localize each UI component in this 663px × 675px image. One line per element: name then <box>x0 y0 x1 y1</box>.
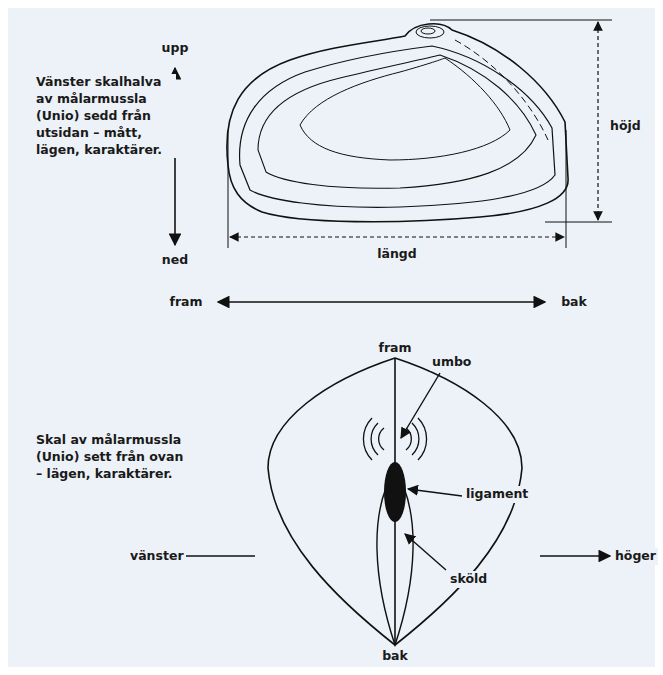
direction-label: upp <box>160 40 191 57</box>
direction-label: fram <box>376 340 413 357</box>
caption: Skal av målarmussla (Unio) sett från ova… <box>34 432 188 483</box>
caption: Vänster skalhalva av målarmussla (Unio) … <box>34 74 176 158</box>
part-label: umbo <box>430 354 473 371</box>
dimension-label: längd <box>375 246 419 263</box>
dimension-label: höjd <box>608 118 643 135</box>
part-label: sköld <box>448 571 489 588</box>
direction-label: vänster <box>128 548 186 565</box>
direction-label: fram <box>167 294 204 311</box>
part-label: ligament <box>464 486 530 503</box>
direction-label: ned <box>160 252 190 269</box>
direction-label: bak <box>559 294 589 311</box>
direction-label: bak <box>380 648 410 665</box>
direction-label: höger <box>613 548 658 565</box>
